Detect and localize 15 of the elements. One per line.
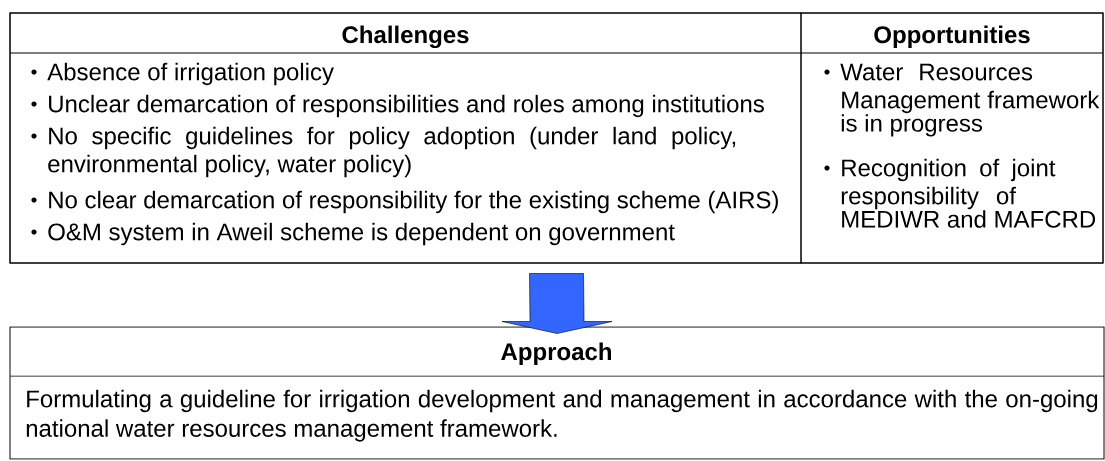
- body-text: Formulating a guideline for irrigation development and management in accordance with the on-going national water resources management framework.: [26, 389, 1098, 442]
- bullet-item: Unclear demarcation of responsibilities and roles among institutions: [31, 94, 764, 118]
- bullet-item: O&M system in Aweil scheme is dependent on government: [31, 222, 675, 246]
- approach-box: [9, 326, 1105, 460]
- column-heading: Opportunities: [874, 25, 1030, 48]
- bullet-item: No specific guidelines for policy adoption (under land policy, environmental policy, water policy): [31, 126, 736, 178]
- table-column: [9, 12, 802, 264]
- bullet-item: No clear demarcation of responsibility for the existing scheme (AIRS): [31, 190, 778, 214]
- bullet-item: Recognition of joint responsibility of MEDIWR and MAFCRD: [824, 158, 1096, 228]
- bullet-item: Absence of irrigation policy: [31, 62, 334, 86]
- column-heading: Approach: [501, 342, 611, 365]
- column-heading: Challenges: [342, 25, 469, 49]
- block-arrow: [501, 273, 613, 334]
- bullet-item: Water Resources Management framework is in progress: [824, 63, 1100, 137]
- table-column: [800, 12, 1104, 264]
